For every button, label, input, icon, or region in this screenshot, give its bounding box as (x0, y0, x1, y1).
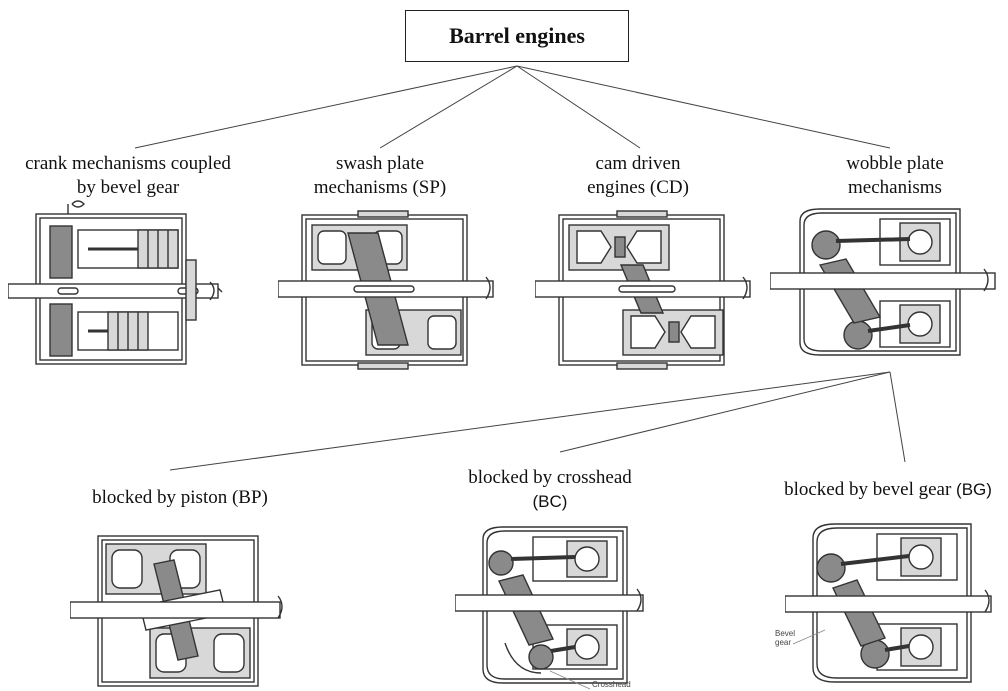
subcategory-label-bevel-gear-text: blocked by bevel gear (784, 479, 956, 500)
cam-driven-engine-icon (535, 205, 765, 380)
category-label-swash-line2: mechanisms (SP) (290, 176, 470, 200)
root-title: Barrel engines (449, 23, 585, 49)
connector-root-wobble (517, 66, 890, 148)
category-label-swash-line1: swash plate (290, 152, 470, 176)
subcategory-label-crosshead-line2: (BC) (450, 490, 650, 514)
subcategory-label-crosshead-line1: blocked by crosshead (450, 466, 650, 490)
category-label-wobble-line1: wobble plate (800, 152, 990, 176)
subcategory-label-crosshead: blocked by crosshead (BC) (450, 466, 650, 514)
category-label-cam-line2: engines (CD) (548, 176, 728, 200)
category-label-swash-plate: swash plate mechanisms (SP) (290, 152, 470, 200)
crosshead-blocked-wobble-engine-icon (455, 523, 655, 691)
connector-wobble-bg (890, 372, 905, 462)
category-label-cam-driven: cam driven engines (CD) (548, 152, 728, 200)
connector-wobble-bp (170, 372, 890, 470)
callout-bevel-gear-line1: Bevel (775, 629, 795, 638)
category-label-crank-line2: by bevel gear (8, 176, 248, 200)
swash-plate-engine-icon (278, 205, 503, 380)
connector-root-cam (517, 66, 640, 148)
bevel-gear-crank-engine-icon (8, 200, 233, 380)
callout-bevel-gear-line2: gear (775, 638, 795, 647)
category-label-crank: crank mechanisms coupled by bevel gear (8, 152, 248, 200)
bevel-gear-blocked-wobble-engine-icon (785, 518, 1005, 688)
subcategory-label-piston: blocked by piston (BP) (60, 486, 300, 510)
category-label-wobble-line2: mechanisms (800, 176, 990, 200)
connector-root-crank (135, 66, 517, 148)
subcategory-label-piston-text: blocked by piston (BP) (92, 487, 268, 508)
piston-blocked-wobble-engine-icon (70, 530, 295, 690)
connector-wobble-bc (560, 372, 890, 452)
category-label-crank-line1: crank mechanisms coupled (8, 152, 248, 176)
subcategory-label-bevel-gear-suffix: (BG) (956, 480, 992, 499)
callout-bevel-gear: Bevel gear (775, 629, 795, 647)
callout-crosshead: Crosshead (592, 680, 631, 689)
subcategory-label-bevel-gear: blocked by bevel gear (BG) (772, 478, 1004, 502)
category-label-cam-line1: cam driven (548, 152, 728, 176)
connector-root-swash (380, 66, 517, 148)
wobble-plate-engine-icon (770, 205, 1005, 365)
category-label-wobble-plate: wobble plate mechanisms (800, 152, 990, 200)
root-node: Barrel engines (405, 10, 629, 62)
